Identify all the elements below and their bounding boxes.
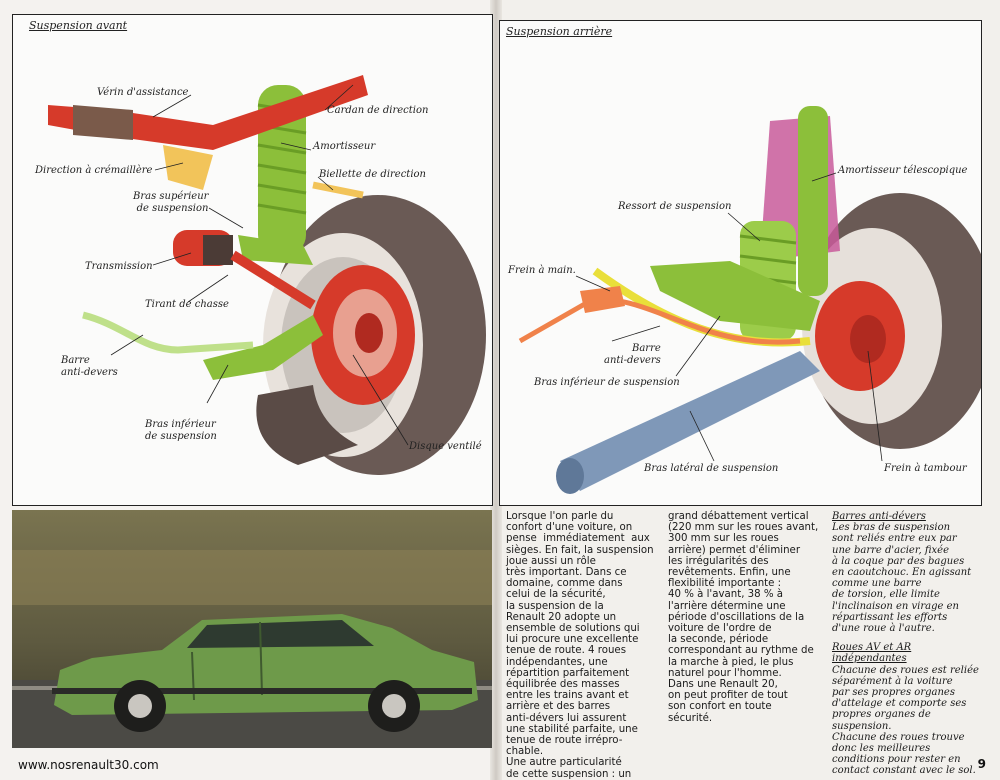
front-suspension-illustration	[48, 75, 486, 475]
renault-20-illustration	[12, 510, 492, 748]
label-frein-main: Frein à main.	[508, 265, 576, 276]
label-amortisseur-telescopique: Amortisseur télescopique	[838, 165, 968, 176]
label-ressort: Ressort de suspension	[618, 201, 732, 212]
label-barre-arriere: Barre anti-devers	[604, 343, 661, 366]
front-suspension-diagram: Suspension avant Vérin d'assistance Card…	[12, 14, 493, 506]
body-text-2: grand débattement vertical (220 mm sur l…	[668, 511, 819, 724]
rear-suspension-illustration	[518, 106, 981, 494]
label-tirant: Tirant de chasse	[145, 299, 229, 310]
label-verin: Vérin d'assistance	[97, 87, 189, 98]
label-bras-inferieur-avant: Bras inférieur de suspension	[145, 419, 217, 442]
sidebar-text-barres: Les bras de suspension sont reliés entre…	[832, 522, 972, 635]
sidebar-column: Barres anti-dévers Les bras de suspensio…	[832, 511, 992, 777]
rear-suspension-diagram: Suspension arrière Amortisseur télescopi…	[499, 20, 982, 506]
text-column-2: grand débattement vertical (220 mm sur l…	[668, 511, 828, 724]
label-cardan: Cardan de direction	[327, 105, 429, 116]
label-barre-avant: Barre anti-devers	[61, 355, 118, 378]
car-photo	[12, 510, 492, 748]
website-url: www.nosrenault30.com	[18, 758, 159, 772]
label-cremaillere: Direction à crémaillère	[35, 165, 153, 176]
sidebar-text-roues: Chacune des roues est reliée séparément …	[832, 664, 979, 777]
text-column-1: Lorsque l'on parle du confort d'une voit…	[506, 511, 664, 780]
label-bras-lateral: Bras latéral de suspension	[644, 463, 779, 474]
page-number: 9	[977, 757, 986, 771]
label-bras-inferieur-arriere: Bras inférieur de suspension	[534, 377, 680, 388]
label-bras-superieur: Bras supérieur de suspension	[133, 191, 209, 214]
body-text-1: Lorsque l'on parle du confort d'une voit…	[506, 511, 654, 780]
label-disque: Disque ventilé	[409, 441, 482, 452]
sidebar-heading-barres: Barres anti-dévers	[832, 511, 926, 522]
label-frein-tambour: Frein à tambour	[884, 463, 967, 474]
rear-diagram-title: Suspension arrière	[506, 25, 613, 38]
sidebar-heading-roues: Roues AV et AR indépendantes	[832, 642, 912, 665]
label-biellette: Biellette de direction	[319, 169, 426, 180]
label-amortisseur: Amortisseur	[313, 141, 376, 152]
label-transmission: Transmission	[85, 261, 153, 272]
front-diagram-title: Suspension avant	[29, 19, 128, 32]
